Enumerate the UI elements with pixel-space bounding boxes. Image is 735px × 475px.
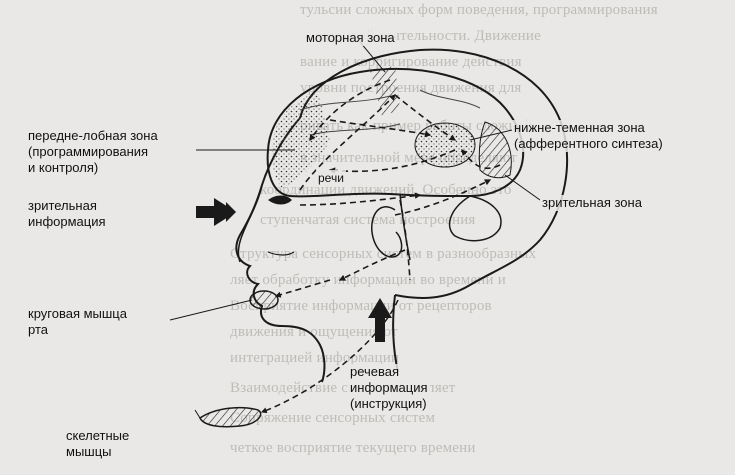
neck-outline [392,294,399,373]
eye [268,195,292,205]
speech-info-arrow [368,298,392,342]
skeletal-muscles-label-line1: скелетные [66,428,130,443]
mouth-muscle-label-line1: круговая мышца [28,306,127,321]
parietal-zone-label-line2: (афферентного синтеза) [514,136,663,151]
speech-small-label: речи [316,170,346,186]
frontal-zone-label-line1: передне-лобная зона [28,128,158,143]
cerebellum [448,195,502,242]
brain-outline [266,68,525,198]
motor-zone-shading [370,66,400,116]
speech-info-label-line1: речевая [350,364,400,379]
speech-info-label: речевая информация (инструкция) [348,364,430,412]
ear [371,206,403,258]
parietal-zone-label: нижне-теменная зона (афферентного синтез… [512,120,665,152]
mouth-muscle-label-line2: рта [28,322,48,337]
visual-info-arrow [196,198,236,226]
head-outline [235,48,569,383]
skeletal-muscle-shape [199,406,262,428]
frontal-zone-label: передне-лобная зона (программирования и … [26,128,160,176]
mouth-muscle-label: круговая мышца рта [26,306,129,338]
mouth-muscle-shape [249,290,279,310]
visual-info-label-line1: зрительная [28,198,97,213]
frontal-zone-label-line2: (программирования [28,144,149,159]
visual-zone-shading [478,121,512,179]
speech-info-label-line3: (инструкция) [350,396,427,411]
visual-info-label: зрительная информация [26,198,108,230]
skeletal-muscles-label: скелетные мышцы [64,428,132,460]
frontal-zone-label-line3: и контроля) [28,160,99,175]
parietal-zone-label-line1: нижне-теменная зона [514,120,645,135]
visual-zone-label: зрительная зона [540,195,644,211]
skeletal-muscles-label-line2: мышцы [66,444,112,459]
frontal-zone-shading [272,92,330,188]
visual-info-label-line2: информация [28,214,106,229]
motor-zone-label: моторная зона [304,30,397,46]
speech-info-label-line2: информация [350,380,428,395]
parietal-zone-shading [414,122,476,168]
